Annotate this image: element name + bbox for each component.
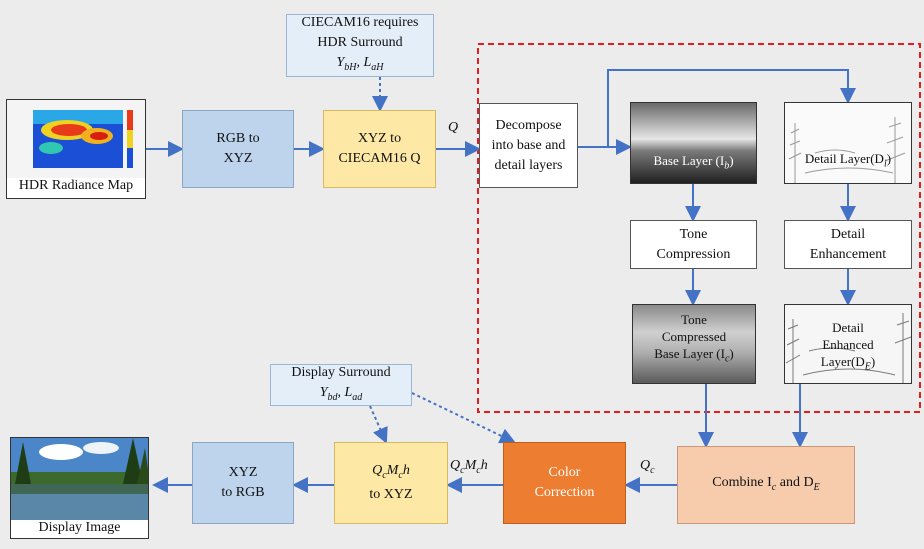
tone-compressed-image: Tone Compressed Base Layer (Ic) [632,304,756,384]
display-image: Display Image [10,437,149,539]
edge-label-qc: Qc [640,458,655,476]
display-surround-note: Display Surround Ybd, Lad [270,364,412,406]
dashed-region [477,43,921,413]
enhanced-sketch [785,313,911,383]
display-image-caption: Display Image [38,520,121,535]
detail-sketch [788,117,906,183]
base-layer-image: Base Layer (Ib) [630,102,757,184]
arrow-decompose-to-detail [607,69,856,147]
combine-block: Combine Ic and DE [677,446,855,524]
detail-layer-image: Detail Layer(Di) [784,102,912,184]
detail-enhanced-image: Detail Enhanced Layer(DE) [784,304,912,384]
dotted-arrow-display-note-to-color [411,392,516,444]
hdr-map-caption: HDR Radiance Map [18,178,134,193]
edge-label-qcmch: QcMch [450,458,488,476]
hdr-heatmap-image [7,100,145,178]
ciecam-surround-note: CIECAM16 requires HDR Surround YbH, LaH [286,14,434,77]
hdr-radiance-map: HDR Radiance Map [6,99,146,199]
display-photo [11,438,148,520]
dotted-arrow-display-note-to-qcmch [369,405,388,444]
edge-label-q: Q [448,120,459,135]
